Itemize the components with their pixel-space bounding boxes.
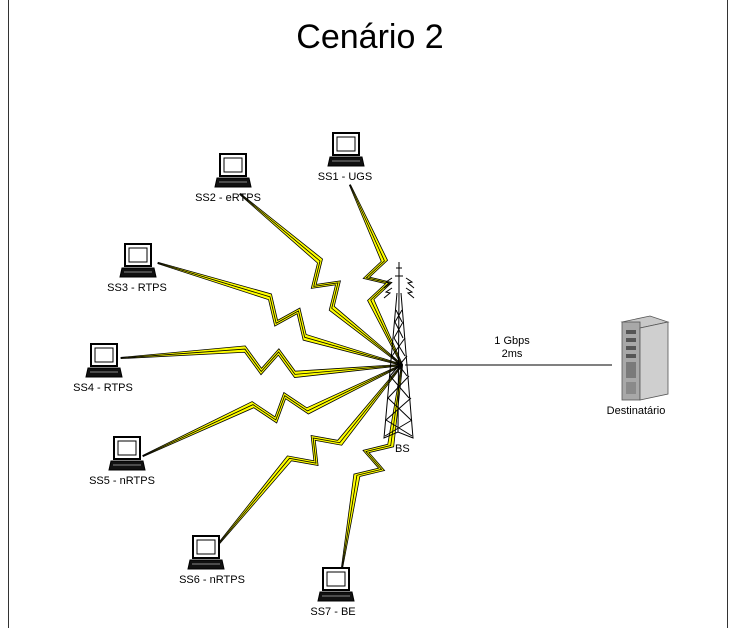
laptop-icon — [214, 153, 252, 188]
wireless-link-ss4 — [120, 345, 403, 378]
laptop-icon — [317, 567, 355, 602]
station-ss6: SS6 - nRTPS — [179, 535, 245, 586]
wireless-link-line-ss1 — [349, 184, 403, 366]
diagram-title: Cenário 2 — [296, 18, 444, 56]
station-label-ss6: SS6 - nRTPS — [179, 574, 245, 586]
station-ss4: SS4 - RTPS — [73, 343, 133, 394]
station-ss3: SS3 - RTPS — [107, 243, 167, 294]
wireless-link-ss6 — [214, 364, 404, 548]
wireless-link-line-ss5 — [142, 364, 403, 457]
wireless-link-line-ss2 — [239, 193, 403, 366]
station-label-ss1: SS1 - UGS — [318, 171, 372, 183]
station-ss2: SS2 - eRTPS — [195, 153, 261, 204]
wireless-link-line-ss7 — [341, 364, 403, 569]
station-ss1: SS1 - UGS — [318, 132, 372, 183]
laptop-icon — [119, 243, 157, 278]
destination-label: Destinatário — [607, 405, 666, 417]
wired-link-bandwidth: 1 Gbps — [494, 335, 530, 347]
diagram-frame — [8, 0, 728, 628]
server-icon — [620, 315, 670, 401]
wireless-link-line-ss6 — [215, 364, 403, 548]
wireless-link-line-ss4 — [120, 348, 403, 375]
station-ss5: SS5 - nRTPS — [89, 436, 155, 487]
station-label-ss7: SS7 - BE — [310, 606, 355, 618]
wireless-links — [120, 184, 404, 569]
wireless-link-ss7 — [340, 364, 404, 569]
antenna-tower-icon — [383, 262, 415, 439]
station-label-ss2: SS2 - eRTPS — [195, 192, 261, 204]
laptop-icon — [85, 343, 123, 378]
laptop-icon — [187, 535, 225, 570]
station-label-ss4: SS4 - RTPS — [73, 382, 133, 394]
station-label-ss3: SS3 - RTPS — [107, 282, 167, 294]
wireless-link-line-ss3 — [157, 262, 403, 366]
wired-link-delay: 2ms — [502, 348, 523, 360]
laptop-icon — [108, 436, 146, 471]
station-label-ss5: SS5 - nRTPS — [89, 475, 155, 487]
station-ss7: SS7 - BE — [310, 567, 356, 618]
base-station-label: BS — [395, 443, 410, 455]
subscriber-stations: SS1 - UGS SS2 - eRTPS SS3 - RTPS SS4 - RTPS… — [73, 132, 372, 618]
laptop-icon — [327, 132, 365, 167]
